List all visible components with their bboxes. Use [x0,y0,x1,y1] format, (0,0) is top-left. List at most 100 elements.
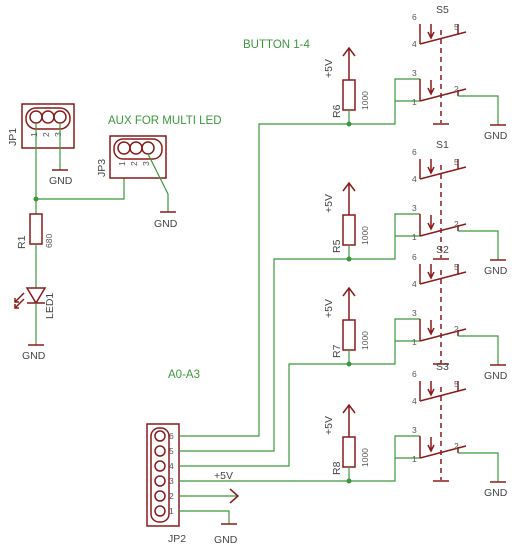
switch-pin-1: 1 [412,97,417,107]
switch-pin-1: 1 [412,232,417,242]
vcc-arrow [342,286,356,320]
switch-feed-wire [349,213,420,260]
upper-contact-arrow [427,381,435,397]
aux-wire [36,178,125,200]
jp2-pin-4: 4 [169,461,174,471]
jp2-vcc-label: +5V [214,470,233,482]
upper-contact-arrow [427,24,435,40]
resistor-name: R5 [331,239,343,253]
jp3-gnd-wire [147,153,169,212]
lower-contact-arrow [427,437,435,453]
switch-pin-5: 5 [454,157,459,167]
switch-pin-2: 2 [454,84,459,94]
upper-contact [419,24,467,45]
jp3-header: 1 2 3 JP3 [96,135,167,179]
resistor-value: 1000 [360,91,370,110]
switch-pin-2: 2 [454,324,459,334]
jp2-pin-3: 3 [169,476,174,486]
resistor-value: 1000 [360,226,370,245]
switch-pin-3: 3 [412,425,417,435]
switch-pin-2: 2 [454,441,459,451]
jp3-pin-1: 1 [117,161,127,166]
switch-pin-3: 3 [412,68,417,78]
switch-feed-wire [349,318,420,365]
switch-name: S5 [436,4,449,16]
gnd-label: GND [484,370,508,382]
switch-pin-4: 4 [412,279,417,289]
jp1-header: 1 2 3 JP1 [7,103,75,149]
switch-pin-5: 5 [454,22,459,32]
switch-gnd-wire [458,230,499,260]
pullup-resistor [342,319,356,351]
vcc-arrow [342,46,356,80]
jp2-name: JP2 [168,533,186,545]
switch-pin-6: 6 [412,252,417,262]
jp3-gnd-label: GND [154,218,178,230]
jp1-pin-2: 2 [41,132,51,137]
vcc-label: +5V [323,194,335,213]
switch-pin-4: 4 [412,39,417,49]
r1-value: 680 [44,234,54,248]
lower-contact [419,79,467,102]
lower-contact [419,436,467,459]
lower-contact [419,319,467,342]
junction-led [33,196,39,202]
upper-contact-arrow [427,159,435,175]
switch-name: S1 [436,139,449,151]
lower-contact [419,214,467,237]
jp2-pin4-wire [179,363,349,467]
lower-contact-arrow [427,80,435,96]
vcc-label: +5V [323,416,335,435]
jp2-pin-5: 5 [169,446,174,456]
lower-contact-arrow [427,320,435,336]
jp3-pin-3: 3 [141,161,151,166]
switch-pin-4: 4 [412,174,417,184]
jp1-pin-3: 3 [53,132,63,137]
upper-contact-arrow [427,264,435,280]
upper-contact [419,159,467,180]
vcc-arrow [342,181,356,215]
vcc-arrow [342,403,356,437]
jp2-pin-1: 1 [169,506,174,516]
switch-feed-wire [349,435,420,482]
switch-name: S3 [436,361,449,373]
switch-pin-6: 6 [412,147,417,157]
switch-name: S2 [436,244,449,256]
jp2-pin-2: 2 [169,491,174,501]
switch-pin-6: 6 [412,12,417,22]
jp1-name: JP1 [7,128,19,146]
jp1-gnd-label: GND [49,175,73,187]
pullup-resistor [342,436,356,468]
switch-pin-5: 5 [454,379,459,389]
jp2-pin5-wire [179,258,349,452]
jp2-pin2-arrow [229,488,240,504]
jp1-pin-1: 1 [29,132,39,137]
led-gnd-label: GND [22,350,46,362]
upper-contact [419,264,467,285]
switch-pin-5: 5 [454,262,459,272]
jp3-name: JP3 [96,159,108,177]
vcc-label: +5V [323,299,335,318]
analog-note: A0-A3 [168,369,200,381]
pullup-resistor [342,214,356,246]
r1-resistor: R1 680 [16,213,54,249]
resistor-value: 1000 [360,331,370,350]
resistor-name: R8 [331,461,343,475]
resistor-value: 1000 [360,448,370,467]
gnd-label: GND [484,265,508,277]
switch-pin-3: 3 [412,203,417,213]
jp2-header: 6 5 4 3 2 1 JP2 [146,423,186,545]
resistor-name: R6 [331,104,343,118]
jp2-gnd-wire [179,510,230,524]
resistor-name: R7 [331,344,343,358]
led1-diode: LED1 [14,287,56,319]
gnd-label: GND [484,130,508,142]
vcc-label: +5V [323,59,335,78]
r1-name: R1 [16,235,28,249]
jp2-pin6-wire [179,123,349,437]
jp2-gnd-label: GND [214,534,238,546]
